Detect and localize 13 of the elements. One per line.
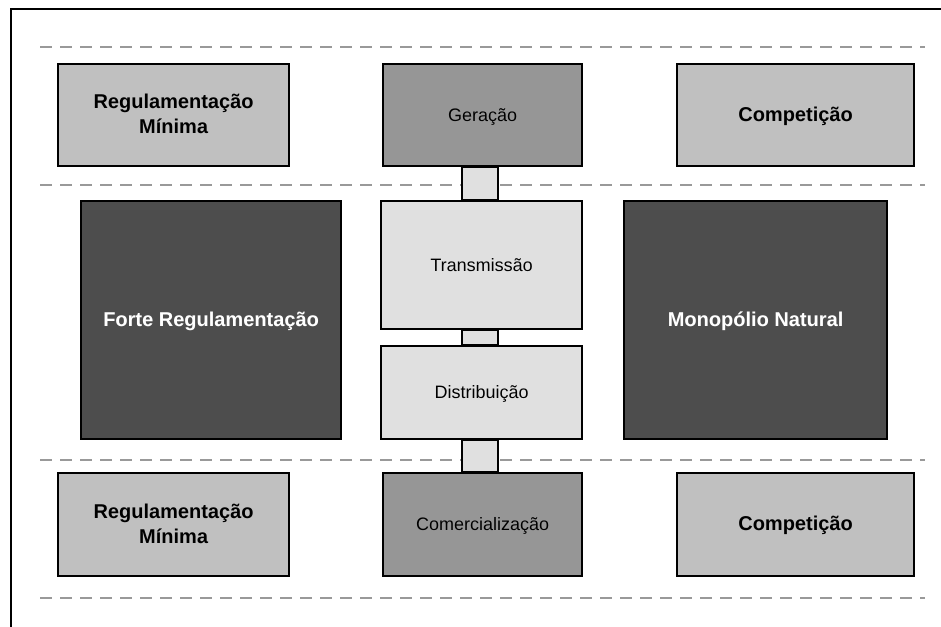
- regulation-box: Regulamentação Mínima: [57, 63, 290, 167]
- market-box: Monopólio Natural: [623, 200, 888, 440]
- segment-box: Distribuição: [380, 345, 583, 440]
- market-box: Competição: [676, 63, 915, 167]
- market-box: Competição: [676, 472, 915, 577]
- segment-box: Transmissão: [380, 200, 583, 330]
- regulation-box: Forte Regulamentação: [80, 200, 342, 440]
- segment-box: Geração: [382, 63, 583, 167]
- connector-bar: [461, 166, 499, 201]
- segment-box: Comercialização: [382, 472, 583, 577]
- regulation-box: Regulamentação Mínima: [57, 472, 290, 577]
- connector-bar: [461, 439, 499, 473]
- connector-bar: [461, 329, 499, 346]
